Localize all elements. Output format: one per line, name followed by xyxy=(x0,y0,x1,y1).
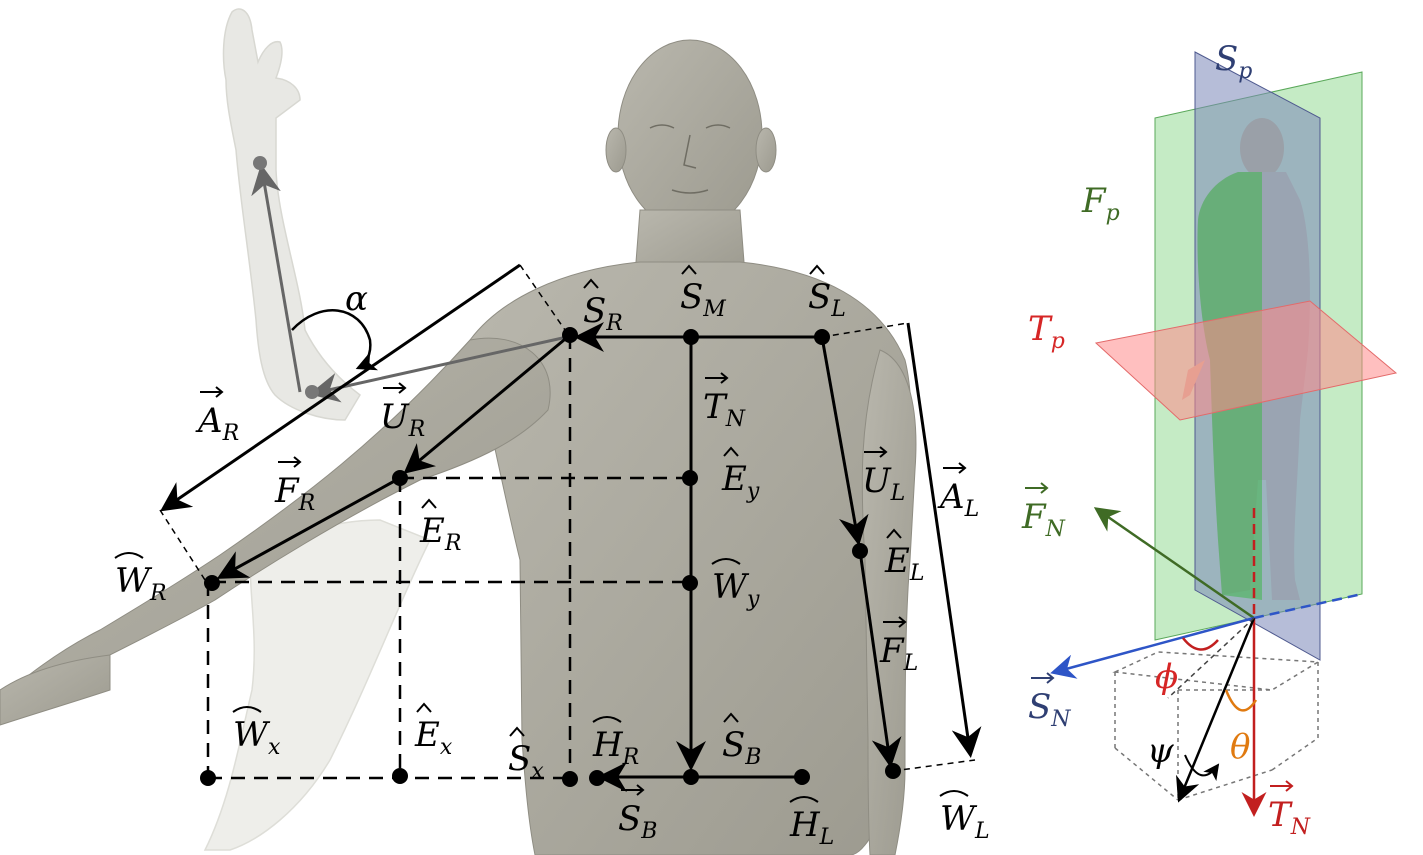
svg-text:Ey: Ey xyxy=(721,459,760,504)
point-S-R xyxy=(562,327,578,343)
point-E-x xyxy=(392,768,408,784)
point-E-y xyxy=(682,470,698,486)
svg-text:Tp: Tp xyxy=(1028,309,1065,354)
label-H-R: HR xyxy=(592,716,639,770)
point-E-L xyxy=(852,543,868,559)
label-alpha: α xyxy=(345,279,368,319)
svg-text:Fp: Fp xyxy=(1081,181,1120,226)
svg-text:FR: FR xyxy=(274,471,315,516)
point-S-x xyxy=(562,771,578,787)
reference-box xyxy=(1112,651,1321,801)
label-A-L: AL xyxy=(937,462,979,522)
label-S-L: SL xyxy=(808,264,846,322)
svg-text:SN: SN xyxy=(1028,687,1071,732)
ghost-pose-vectors xyxy=(251,164,568,403)
label-W-R: WR xyxy=(114,552,167,606)
label-theta: θ xyxy=(1230,727,1250,767)
psi-arc xyxy=(1184,754,1220,782)
svg-text:Wy: Wy xyxy=(712,567,760,612)
svg-text:EL: EL xyxy=(884,541,924,586)
ghost-elbow-point xyxy=(305,385,319,399)
svg-text:WL: WL xyxy=(940,799,990,844)
label-S-x: Sx xyxy=(508,726,544,784)
point-H-L xyxy=(794,769,810,785)
joint-points xyxy=(200,327,901,787)
svg-text:SR: SR xyxy=(583,291,623,336)
label-A-R: AR xyxy=(195,386,239,446)
svg-text:Sp: Sp xyxy=(1215,39,1252,84)
svg-text:FL: FL xyxy=(879,631,918,676)
point-E-R xyxy=(392,470,408,486)
label-T-N: TN xyxy=(703,372,746,432)
label-E-x: Ex xyxy=(414,702,453,760)
svg-text:UR: UR xyxy=(380,397,425,442)
svg-text:HR: HR xyxy=(592,725,639,770)
label-S-N: SN xyxy=(1028,672,1071,732)
ghost-wrist-point xyxy=(253,156,267,170)
svg-text:AL: AL xyxy=(937,477,979,522)
segment-vectors xyxy=(160,263,982,792)
frontal-plane-normal xyxy=(1093,507,1255,620)
svg-text:UL: UL xyxy=(862,461,905,506)
label-F-R: FR xyxy=(274,456,315,516)
svg-text:TN: TN xyxy=(1268,795,1311,840)
svg-text:SL: SL xyxy=(808,277,846,322)
label-U-L: UL xyxy=(862,446,905,506)
sagittal-axis-dashed xyxy=(1253,592,1363,620)
point-S-M xyxy=(683,329,699,345)
svg-text:WR: WR xyxy=(115,561,167,606)
label-W-L: WL xyxy=(939,790,990,844)
point-W-L xyxy=(885,763,901,779)
label-F-L: FL xyxy=(879,616,918,676)
svg-text:SB: SB xyxy=(722,725,761,770)
point-S-B xyxy=(683,769,699,785)
label-F-p: Fp xyxy=(1081,181,1120,226)
label-T-p: Tp xyxy=(1028,309,1065,354)
anatomical-planes-figure: Sp Fp Tp FN SN TN ϕ θ ψ xyxy=(1021,39,1398,840)
label-U-R: UR xyxy=(380,382,425,442)
svg-text:ER: ER xyxy=(419,511,461,556)
label-S-B-point: SB xyxy=(722,712,761,770)
point-S-L xyxy=(814,329,830,345)
transverse-plane xyxy=(1094,300,1398,421)
label-E-L: EL xyxy=(884,528,924,586)
label-S-M: SM xyxy=(680,264,726,322)
point-W-y xyxy=(682,575,698,591)
phi-arc xyxy=(1182,637,1219,651)
projection-line xyxy=(1167,617,1255,699)
projection-lines xyxy=(159,264,976,780)
human-body xyxy=(0,39,917,855)
theta-arc xyxy=(1224,689,1258,712)
svg-text:FN: FN xyxy=(1021,497,1066,542)
svg-text:Sx: Sx xyxy=(508,739,544,784)
label-psi: ψ xyxy=(1147,731,1174,771)
svg-text:SB: SB xyxy=(618,799,657,844)
label-S-B-vector: SB xyxy=(618,784,657,844)
svg-text:AR: AR xyxy=(195,401,239,446)
label-S-R: SR xyxy=(583,278,623,336)
sagittal-normal xyxy=(1050,616,1255,679)
label-S-p: Sp xyxy=(1215,39,1252,84)
label-W-y: Wy xyxy=(711,558,760,612)
ghost-raised-arm xyxy=(222,8,361,421)
svg-text:Wx: Wx xyxy=(233,715,281,760)
ghost-lower-arm xyxy=(203,519,432,851)
label-F-N: FN xyxy=(1021,482,1066,542)
svg-text:SM: SM xyxy=(680,277,726,322)
label-E-R: ER xyxy=(419,498,461,556)
point-W-x xyxy=(200,770,216,786)
label-W-x: Wx xyxy=(232,706,281,760)
label-phi: ϕ xyxy=(1155,657,1178,697)
point-H-R xyxy=(589,770,605,786)
label-T-N-axis: TN xyxy=(1268,780,1311,840)
svg-text:HL: HL xyxy=(789,805,834,850)
point-W-R xyxy=(204,575,220,591)
svg-text:TN: TN xyxy=(703,387,746,432)
label-E-y: Ey xyxy=(721,446,760,504)
diagram-labels: α SR SM SL TN AR UR FR ER xyxy=(114,264,990,850)
face-features xyxy=(649,124,731,194)
label-H-L: HL xyxy=(789,796,834,850)
svg-text:Ex: Ex xyxy=(414,715,453,760)
